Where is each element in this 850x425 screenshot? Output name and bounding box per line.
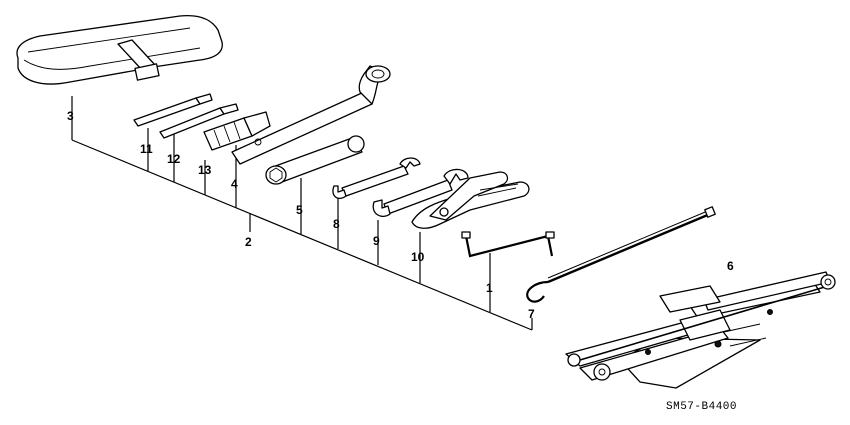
callout-1: 1 [486,281,493,295]
open-wrench-large-illustration [372,168,469,217]
callout-9: 9 [373,234,380,248]
pliers-illustration [411,171,530,229]
tool-bag-illustration [16,14,223,85]
socket-wrench-illustration [265,135,365,185]
open-wrench-small-illustration [332,157,421,200]
callout-6: 6 [727,259,734,273]
callout-4: 4 [231,177,238,191]
callout-7: 7 [528,307,535,321]
callout-8: 8 [333,217,340,231]
callout-13: 13 [198,163,212,177]
callout-3: 3 [67,109,74,123]
callout-11: 11 [140,142,153,156]
wheel-wrench-illustration [231,65,391,165]
jack-handle-illustration [461,231,555,258]
scissor-jack-illustration [565,271,836,389]
screwdriver-tips-illustration [133,93,271,151]
callout-5: 5 [296,203,303,217]
hook-rod-illustration [526,206,716,303]
callout-10: 10 [411,250,425,264]
callout-12: 12 [167,152,181,166]
callout-2: 2 [245,235,252,249]
callout-labels: 3 11 12 13 4 5 8 2 9 10 6 1 7 [67,109,734,321]
diagram-code-label: SM57-B4400 [666,401,738,413]
